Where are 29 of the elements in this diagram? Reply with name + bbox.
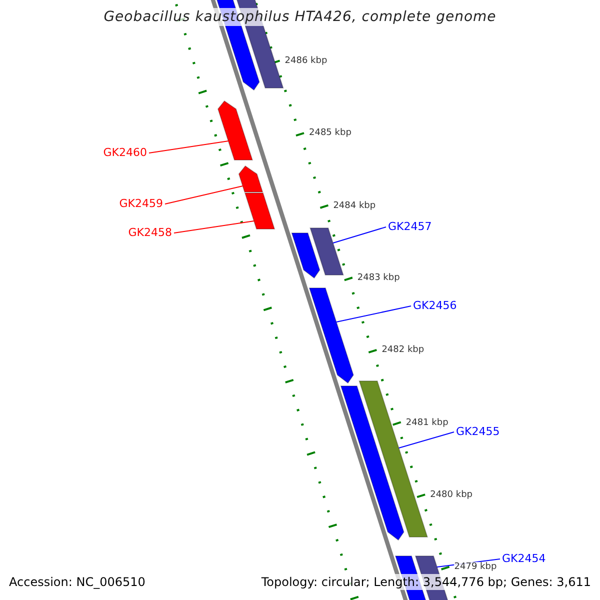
gene-label: GK2454 [502,552,546,565]
tick-label: 2481 kbp [406,418,448,428]
gene-block [308,288,354,384]
leader-line [336,306,412,322]
tick-label: 2485 kbp [309,128,352,140]
gene-label: GK2455 [456,425,500,438]
tick-label: 2482 kbp [382,345,424,356]
gene-label: GK2459 [119,197,163,210]
gene-label: GK2458 [128,226,172,239]
gene-block [217,100,254,160]
leader-line [148,140,229,154]
tick-label: 2483 kbp [357,272,400,284]
gene-block [340,386,404,541]
tick-label: 2480 kbp [430,490,472,501]
gene-block [238,165,264,192]
tick-label: 2484 kbp [333,200,376,212]
leader-line [332,226,386,244]
gene-block [310,228,344,276]
gene-block [358,380,428,538]
gene-block [244,192,276,230]
gene-label: GK2457 [388,220,432,233]
tick-label: 2486 kbp [284,56,328,67]
leader-line [164,186,244,204]
gene-label: GK2460 [103,146,147,159]
gene-block [291,232,320,279]
gene-label: GK2456 [413,299,457,312]
leader-line [174,220,254,234]
leader-line [398,432,454,448]
tick-label: 2479 kbp [454,562,497,574]
